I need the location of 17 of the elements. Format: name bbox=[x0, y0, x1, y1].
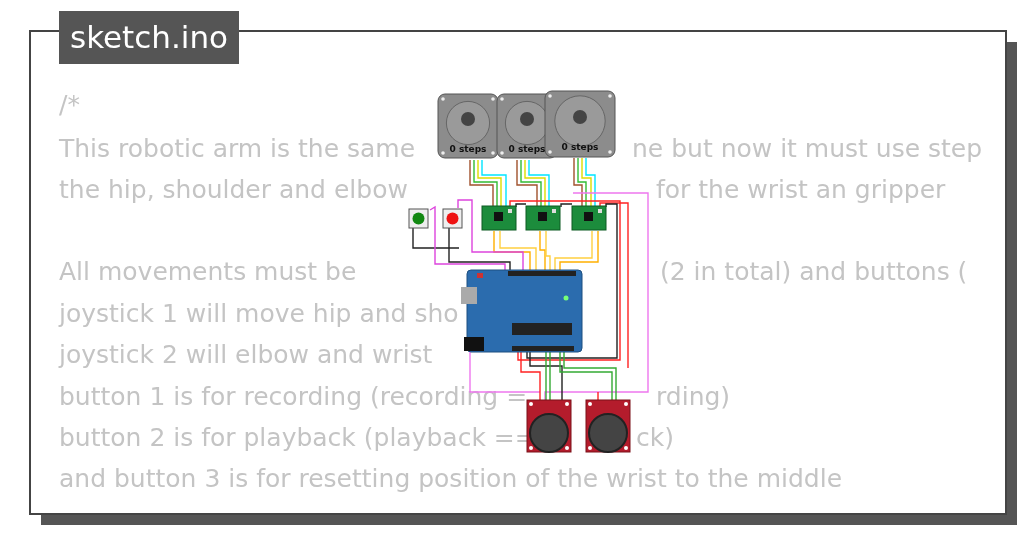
step-counter: 0 steps bbox=[508, 144, 546, 154]
file-name-tab: sketch.ino bbox=[59, 11, 239, 64]
code-comment-line: This robotic arm is the same bbox=[59, 133, 416, 165]
code-comment-line: /* bbox=[59, 89, 80, 121]
code-comment-line: joystick 1 will move hip and sho bbox=[59, 298, 459, 330]
step-counter: 0 steps bbox=[449, 144, 487, 154]
code-comment-line: joystick 2 will elbow and wrist bbox=[59, 339, 433, 371]
code-comment-line: the hip, shoulder and elbow bbox=[59, 174, 408, 206]
code-comment-line: All movements must be bbox=[59, 256, 357, 288]
code-comment-line: (2 in total) and buttons ( bbox=[660, 256, 968, 288]
code-comment-line: for the wrist an gripper bbox=[656, 174, 946, 206]
code-comment-line: button 1 is for recording (recording = bbox=[59, 381, 528, 413]
code-comment-line: ck) bbox=[636, 422, 674, 454]
step-counter: 0 steps bbox=[561, 142, 599, 152]
code-comment-line: rding) bbox=[656, 381, 731, 413]
code-comment-line: and button 3 is for resetting position of the wrist to the middle bbox=[59, 463, 843, 495]
code-comment-line: ne but now it must use step bbox=[632, 133, 983, 165]
